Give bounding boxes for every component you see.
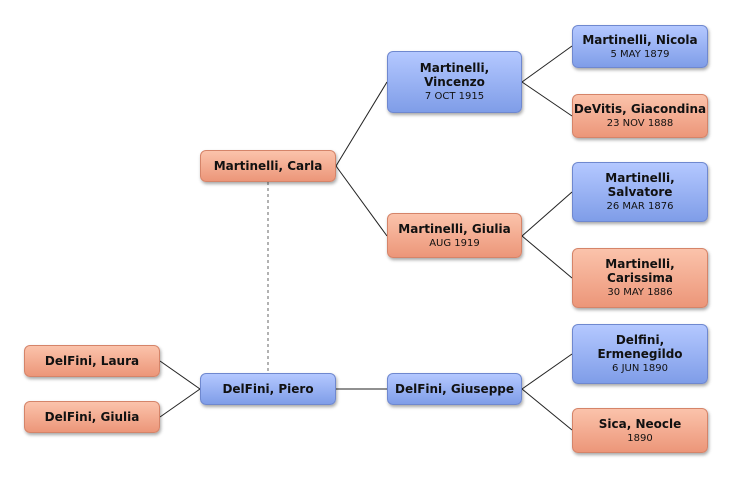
connector-giulia-salvatore <box>521 191 573 237</box>
person-date: 26 MAR 1876 <box>606 201 674 212</box>
person-name: DeVitis, Giacondina <box>573 102 707 116</box>
person-name: DelFini, Giuseppe <box>394 382 515 396</box>
connector-piero-giulia <box>159 388 201 418</box>
person-name: Martinelli, Giulia <box>398 221 511 236</box>
person-martinelli-carla[interactable]: Martinelli, Carla <box>200 150 336 182</box>
person-date: 1890 <box>627 432 653 444</box>
connector-carla-vincenzo <box>335 81 388 167</box>
person-delfini-laura[interactable]: DelFini, Laura <box>24 345 160 377</box>
person-date: 30 MAY 1886 <box>607 287 673 298</box>
person-name-line2: Ermenegildo <box>597 347 683 361</box>
person-name-line1: Delfini, <box>615 333 665 347</box>
person-date: 5 MAY 1879 <box>610 48 670 60</box>
person-name-line1: Martinelli, <box>605 171 675 185</box>
person-name-line1: Martinelli, <box>419 61 490 75</box>
person-delfini-piero[interactable]: DelFini, Piero <box>200 373 336 405</box>
person-sica-neocle[interactable]: Sica, Neocle 1890 <box>572 408 708 453</box>
connector-giuseppe-neocle <box>521 388 573 431</box>
person-delfini-ermenegildo[interactable]: Delfini, Ermenegildo 6 JUN 1890 <box>572 324 708 384</box>
person-date: AUG 1919 <box>429 237 480 249</box>
person-name-line2: Salvatore <box>607 185 673 199</box>
person-martinelli-vincenzo[interactable]: Martinelli, Vincenzo 7 OCT 1915 <box>387 51 522 113</box>
person-name: DelFini, Piero <box>222 382 314 396</box>
person-martinelli-nicola[interactable]: Martinelli, Nicola 5 MAY 1879 <box>572 25 708 68</box>
person-name: Sica, Neocle <box>598 416 682 431</box>
person-date: 7 OCT 1915 <box>424 91 485 102</box>
person-devitis-giacondina[interactable]: DeVitis, Giacondina 23 NOV 1888 <box>572 94 708 138</box>
person-name-line1: Martinelli, <box>605 257 675 271</box>
connector-giulia-carissima <box>521 235 573 279</box>
person-martinelli-carissima[interactable]: Martinelli, Carissima 30 MAY 1886 <box>572 248 708 308</box>
person-date: 6 JUN 1890 <box>612 363 668 374</box>
person-martinelli-giulia[interactable]: Martinelli, Giulia AUG 1919 <box>387 213 522 258</box>
person-name: Martinelli, Carla <box>213 159 323 173</box>
person-name: DelFini, Laura <box>44 354 140 368</box>
connector-carla-giulia <box>335 165 388 237</box>
connector-piero-laura <box>159 360 201 390</box>
person-martinelli-salvatore[interactable]: Martinelli, Salvatore 26 MAR 1876 <box>572 162 708 222</box>
connector-vincenzo-giacondina <box>521 81 573 117</box>
person-name-line2: Vincenzo <box>424 75 485 89</box>
connector-vincenzo-nicola <box>521 45 573 83</box>
connector-giuseppe-ermenegildo <box>521 353 573 390</box>
person-name: Martinelli, Nicola <box>582 32 698 47</box>
person-delfini-giulia[interactable]: DelFini, Giulia <box>24 401 160 433</box>
person-name: DelFini, Giulia <box>44 410 140 424</box>
person-name-line2: Carissima <box>607 271 673 285</box>
person-delfini-giuseppe[interactable]: DelFini, Giuseppe <box>387 373 522 405</box>
person-date: 23 NOV 1888 <box>606 118 674 129</box>
